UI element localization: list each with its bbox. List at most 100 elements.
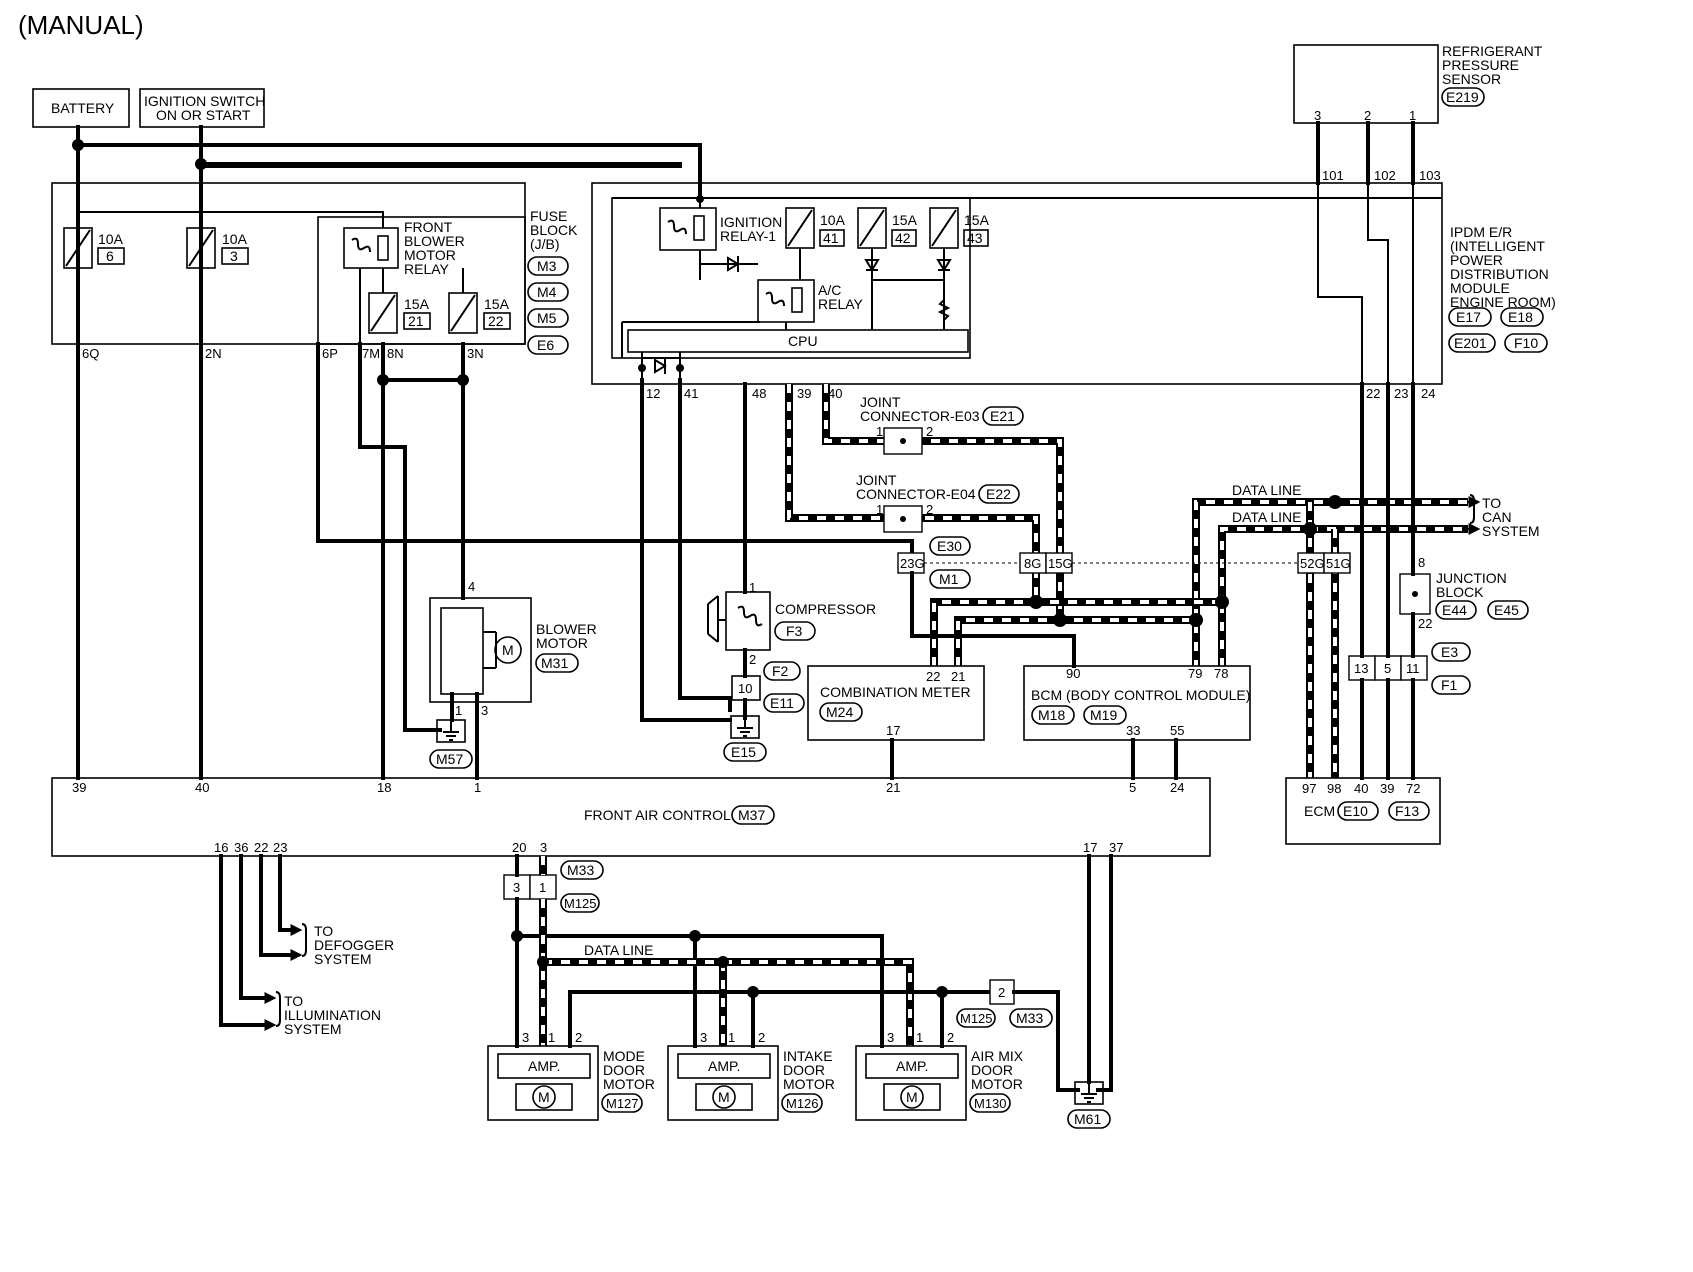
combination-meter-connector: M24 xyxy=(826,704,853,720)
fuse-block-connector-m3: M3 xyxy=(527,256,569,276)
battery-source: BATTERY xyxy=(32,88,130,128)
connector-e3-label: E3 xyxy=(1441,644,1458,660)
ignition-relay-label-2: RELAY-1 xyxy=(720,228,776,244)
front-air-control-connector: M37 xyxy=(738,807,765,823)
front-air-control: FRONT AIR CONTROL M37 39 40 18 1 21 5 24… xyxy=(51,777,1211,857)
connector-f2-e11: 10 F2 E11 xyxy=(731,661,805,713)
ac-relay-label: A/C xyxy=(818,282,841,298)
refrigerant-sensor-label-3: SENSOR xyxy=(1442,71,1501,87)
fuse-term-6q: 6Q xyxy=(82,346,99,361)
air-mix-door-label-3: MOTOR xyxy=(971,1076,1023,1092)
ground-e15-label: E15 xyxy=(731,744,756,760)
to-illumination-label-3: SYSTEM xyxy=(284,1021,342,1037)
air-mix-door-pin-3: 3 xyxy=(887,1030,894,1045)
ignition-switch-source: IGNITION SWITCH ON OR START xyxy=(139,88,265,128)
junction-pin-8: 8 xyxy=(1418,555,1425,570)
data-line-label-2: DATA LINE xyxy=(1232,509,1302,525)
air-mix-door-pin-2: 2 xyxy=(947,1030,954,1045)
svg-text:1: 1 xyxy=(539,880,546,895)
junction-connector-e45: E45 xyxy=(1494,602,1519,618)
air-mix-door-motor-symbol: M xyxy=(906,1089,918,1105)
connector-f1-label: F1 xyxy=(1441,677,1458,693)
ipdm-term-23: 23 xyxy=(1394,386,1408,401)
blower-motor-symbol: M xyxy=(502,642,514,658)
svg-text:3: 3 xyxy=(513,880,520,895)
junction-block-label: JUNCTION xyxy=(1436,570,1507,586)
bcm-label: BCM (BODY CONTROL MODULE) xyxy=(1031,687,1250,703)
ecm-pin-40: 40 xyxy=(1354,781,1368,796)
data-line-label-3: DATA LINE xyxy=(584,942,654,958)
to-can-label-2: CAN xyxy=(1482,509,1512,525)
ipdm-fuse-41-rating: 10A xyxy=(820,212,846,228)
m33-label-2: M33 xyxy=(1016,1010,1043,1026)
ipdm-fuse-43-rating: 15A xyxy=(964,212,990,228)
ipdm-connector-e201: E201 xyxy=(1448,333,1496,353)
ipdm-label-4: DISTRIBUTION xyxy=(1450,266,1549,282)
connector-23g: 23G xyxy=(897,552,925,574)
svg-text:E6: E6 xyxy=(537,337,554,353)
blower-pin-1: 1 xyxy=(455,703,462,718)
connector-8g-15g: 8G 15G xyxy=(1019,552,1073,574)
intake-door-label-3: MOTOR xyxy=(783,1076,835,1092)
svg-text:M3: M3 xyxy=(537,258,557,274)
joint-e03-label: JOINT xyxy=(860,394,901,410)
blower-motor-label-2: MOTOR xyxy=(536,635,588,651)
to-can-label-3: SYSTEM xyxy=(1482,523,1540,539)
ecm-connector-f13: F13 xyxy=(1395,803,1419,819)
fac-pin-20: 20 xyxy=(512,840,526,855)
svg-text:51G: 51G xyxy=(1326,556,1351,571)
joint-e03-label-2: CONNECTOR-E03 xyxy=(860,408,980,424)
ipdm-label-3: POWER xyxy=(1450,252,1503,268)
junction-block-label-2: BLOCK xyxy=(1436,584,1484,600)
fuse-block-connector-e6: E6 xyxy=(527,335,569,355)
fuse-22-number: 22 xyxy=(488,313,504,329)
fac-pin-24: 24 xyxy=(1170,780,1184,795)
fac-pin-36: 36 xyxy=(234,840,248,855)
fuse-term-8n: 8N xyxy=(387,346,404,361)
fac-pin-22: 22 xyxy=(254,840,268,855)
front-blower-relay-label-2: BLOWER xyxy=(404,233,465,249)
intake-door-motor-symbol: M xyxy=(718,1089,730,1105)
ipdm-connector-e18: E18 xyxy=(1500,307,1544,327)
fuse-term-3n: 3N xyxy=(467,346,484,361)
intake-door-label: INTAKE xyxy=(783,1048,833,1064)
data-line-label-1: DATA LINE xyxy=(1232,482,1302,498)
air-mix-door-label-2: DOOR xyxy=(971,1062,1013,1078)
ipdm-term-12: 12 xyxy=(646,386,660,401)
bcm-connector-m19: M19 xyxy=(1090,707,1117,723)
bcm-connector-m18: M18 xyxy=(1038,707,1065,723)
connector-e11-label: E11 xyxy=(770,695,794,711)
ignition-switch-label: IGNITION SWITCH xyxy=(144,93,265,109)
joint-e04-pin-1: 1 xyxy=(876,502,883,517)
combination-meter: COMBINATION METER M24 22 21 17 xyxy=(807,665,985,741)
intake-door-pin-3: 3 xyxy=(700,1030,707,1045)
mode-door-label: MODE xyxy=(603,1048,645,1064)
svg-text:E201: E201 xyxy=(1454,335,1487,351)
meter-pin-21: 21 xyxy=(951,669,965,684)
to-defogger-label: TO xyxy=(314,923,333,939)
refrigerant-sensor-connector: E219 xyxy=(1441,87,1485,107)
fuse-block: 10A 6 10A 3 15A 21 15A 22 FRONT BLOWER M… xyxy=(51,182,578,361)
to-illumination-label-2: ILLUMINATION xyxy=(284,1007,381,1023)
fuse-block-label-3: (J/B) xyxy=(530,236,560,252)
fuse-3-number: 3 xyxy=(230,248,238,264)
joint-connector-e04: JOINT CONNECTOR-E04 E22 1 2 xyxy=(856,472,1020,533)
ignition-relay-label: IGNITION xyxy=(720,214,782,230)
ipdm-term-39: 39 xyxy=(797,386,811,401)
svg-text:23G: 23G xyxy=(900,556,925,571)
meter-pin-22: 22 xyxy=(926,669,940,684)
ipdm-label-6: ENGINE ROOM) xyxy=(1450,294,1556,310)
compressor-connector: F3 xyxy=(774,621,816,641)
ipdm-term-48: 48 xyxy=(752,386,766,401)
sensor-pin-3: 3 xyxy=(1314,108,1321,123)
compressor: COMPRESSOR F3 1 2 xyxy=(707,580,876,667)
bcm-pin-55: 55 xyxy=(1170,723,1184,738)
fac-pin-16: 16 xyxy=(214,840,228,855)
ecm-pin-98: 98 xyxy=(1327,781,1341,796)
svg-text:2: 2 xyxy=(998,985,1005,1000)
compressor-label: COMPRESSOR xyxy=(775,601,876,617)
mode-door-label-3: MOTOR xyxy=(603,1076,655,1092)
front-blower-relay-label-3: MOTOR xyxy=(404,247,456,263)
battery-label: BATTERY xyxy=(51,100,115,116)
